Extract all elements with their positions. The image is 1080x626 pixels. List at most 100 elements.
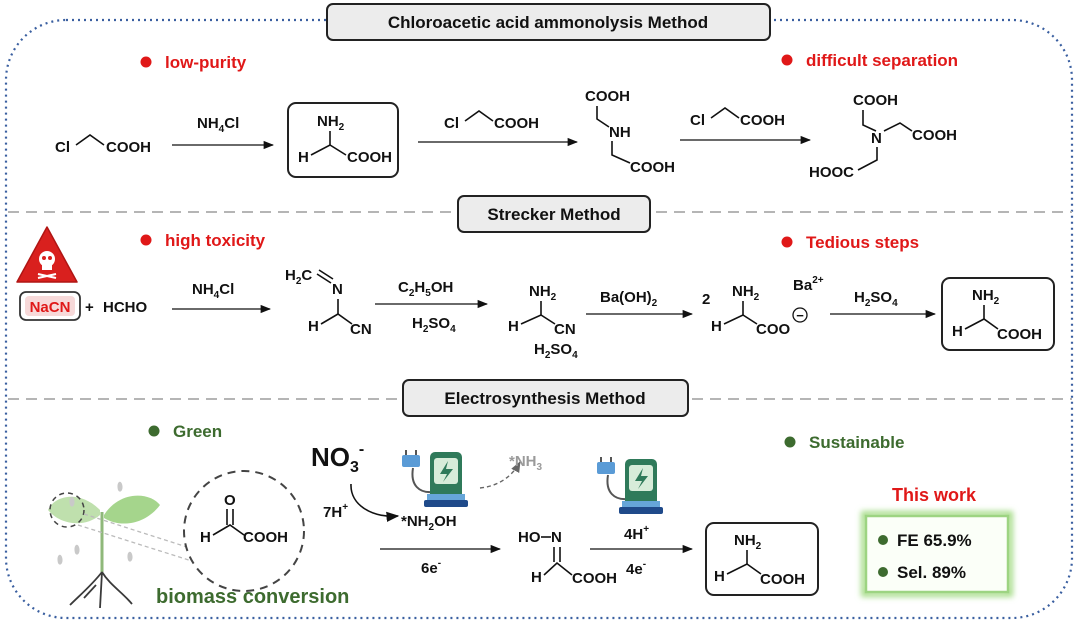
cooh-label: COOH xyxy=(347,149,392,166)
seven-h-label: 7H+ xyxy=(323,502,348,521)
ho-label: HO xyxy=(518,529,541,546)
outer-frame xyxy=(4,18,1074,620)
selectivity-label: Sel. 89% xyxy=(897,563,966,582)
dashed-arrow xyxy=(479,461,521,489)
n-label: N xyxy=(332,281,343,298)
tedious-steps-label: Tedious steps xyxy=(806,233,919,252)
cn-label: CN xyxy=(350,321,372,338)
n-label: N xyxy=(871,130,882,147)
bond xyxy=(611,141,631,164)
electrolyzer-icon xyxy=(402,450,468,507)
bullet-dot xyxy=(781,54,793,66)
this-work-label: This work xyxy=(892,485,977,505)
nh-label: NH xyxy=(609,124,631,141)
o-label: O xyxy=(224,492,236,509)
cl-label: Cl xyxy=(444,115,459,132)
result-box-glow xyxy=(861,511,1013,597)
bullet-dot xyxy=(140,234,152,246)
cooh-label: COOH xyxy=(572,570,617,587)
negative-charge-icon xyxy=(792,307,808,323)
h2so4-reagent: H2SO4 xyxy=(854,289,898,309)
bond xyxy=(543,561,573,576)
four-e-label: 4e- xyxy=(626,559,646,578)
high-toxicity-label: high toxicity xyxy=(165,231,266,250)
h-label: H xyxy=(952,323,963,340)
glycine-product-box xyxy=(705,522,819,596)
faradaic-efficiency-label: FE 65.9% xyxy=(897,531,972,550)
bond xyxy=(883,122,913,132)
glyoxylic-acid-circle xyxy=(183,470,305,592)
bond xyxy=(723,314,758,325)
six-e-label: 6e- xyxy=(421,558,441,577)
bond xyxy=(710,107,740,119)
bullet-dot xyxy=(878,567,888,577)
plus-sign: + xyxy=(85,299,94,316)
cl-label: Cl xyxy=(690,112,705,129)
nh2-label: NH2 xyxy=(529,283,557,303)
bond xyxy=(857,147,878,171)
bond xyxy=(862,110,877,132)
hooc-label: HOOC xyxy=(809,164,854,181)
nh4cl-reagent: NH4Cl xyxy=(192,281,234,301)
h-label: H xyxy=(308,318,319,335)
bond xyxy=(464,110,494,122)
baoh2-reagent: Ba(OH)2 xyxy=(600,289,658,309)
h2so4-reagent: H2SO4 xyxy=(412,315,456,335)
curved-arrow xyxy=(350,483,400,522)
nh2-label: NH2 xyxy=(317,113,345,133)
cooh-label: COOH xyxy=(630,159,675,176)
bond xyxy=(318,269,334,280)
cooh-label: COOH xyxy=(912,127,957,144)
h-label: H xyxy=(298,149,309,166)
glycine-product-box xyxy=(941,277,1055,351)
cooh-label: COOH xyxy=(585,88,630,105)
cooh-label: COOH xyxy=(853,92,898,109)
difficult-separation-label: difficult separation xyxy=(806,51,958,70)
bond xyxy=(726,563,762,575)
nitrate-label: NO3- xyxy=(311,441,364,476)
cooh-label: COOH xyxy=(106,139,151,156)
cooh-label: COOH xyxy=(997,326,1042,343)
h2so4-salt: H2SO4 xyxy=(534,341,578,361)
h-label: H xyxy=(531,569,542,586)
bullet-dot xyxy=(148,425,160,437)
bond xyxy=(310,144,347,156)
ammonia-label: *NH3 xyxy=(509,453,543,473)
electro-header: Electrosynthesis Method xyxy=(444,389,645,408)
h-label: H xyxy=(508,318,519,335)
electro-header-box xyxy=(402,379,689,417)
chloro-header: Chloroacetic acid ammonolysis Method xyxy=(388,13,708,32)
cl-label: Cl xyxy=(55,139,70,156)
hcho-label: HCHO xyxy=(103,299,147,316)
cooh-label: COOH xyxy=(494,115,539,132)
nh2-label: NH2 xyxy=(972,287,1000,307)
nh4cl-reagent: NH4Cl xyxy=(197,115,239,135)
sustainable-label: Sustainable xyxy=(809,433,904,452)
cn-label: CN xyxy=(554,321,576,338)
strecker-header: Strecker Method xyxy=(487,205,620,224)
bullet-dot xyxy=(784,436,796,448)
bond xyxy=(520,314,556,325)
bullet-dot xyxy=(878,535,888,545)
biomass-conversion-label: biomass conversion xyxy=(156,586,349,608)
electrolyzer-icon xyxy=(597,457,663,514)
bond xyxy=(316,273,332,284)
cooh-label: COOH xyxy=(740,112,785,129)
hydroxylamine-label: *NH2OH xyxy=(401,513,457,533)
bullet-dot xyxy=(781,236,793,248)
n-label: N xyxy=(551,529,562,546)
green-label: Green xyxy=(173,422,222,441)
four-h-label: 4H+ xyxy=(624,524,649,543)
minus-sign: − xyxy=(796,308,804,323)
strecker-header-box xyxy=(457,195,651,233)
chloro-header-box xyxy=(326,3,771,41)
coefficient-label: 2 xyxy=(702,291,710,308)
cooh-label: COOH xyxy=(243,529,288,546)
h2c-label: H2C xyxy=(285,267,312,287)
nacn-highlight xyxy=(25,296,75,316)
c2h5oh-reagent: C2H5OH xyxy=(398,279,453,299)
bond xyxy=(75,134,105,146)
nh2-label: NH2 xyxy=(732,283,760,303)
result-box xyxy=(864,514,1010,594)
